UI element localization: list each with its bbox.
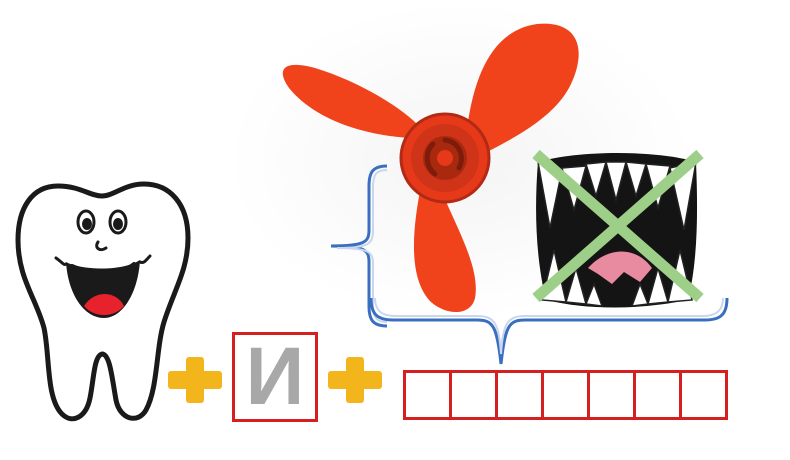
plus-icon bbox=[168, 357, 222, 403]
answer-cell[interactable] bbox=[541, 370, 590, 420]
smiling-tooth-icon bbox=[15, 181, 191, 422]
given-letter-box: И bbox=[232, 332, 318, 422]
answer-cell[interactable] bbox=[403, 370, 452, 420]
answer-cell[interactable] bbox=[449, 370, 498, 420]
answer-cell[interactable] bbox=[587, 370, 636, 420]
answer-cell[interactable] bbox=[633, 370, 682, 420]
answer-boxes bbox=[403, 370, 728, 420]
plus-icon bbox=[328, 357, 382, 403]
given-letter: И bbox=[245, 331, 305, 422]
curly-brace-icon bbox=[369, 297, 729, 365]
answer-cell[interactable] bbox=[679, 370, 728, 420]
cross-out-icon bbox=[532, 149, 704, 303]
propeller-icon bbox=[282, 23, 579, 313]
answer-cell[interactable] bbox=[495, 370, 544, 420]
